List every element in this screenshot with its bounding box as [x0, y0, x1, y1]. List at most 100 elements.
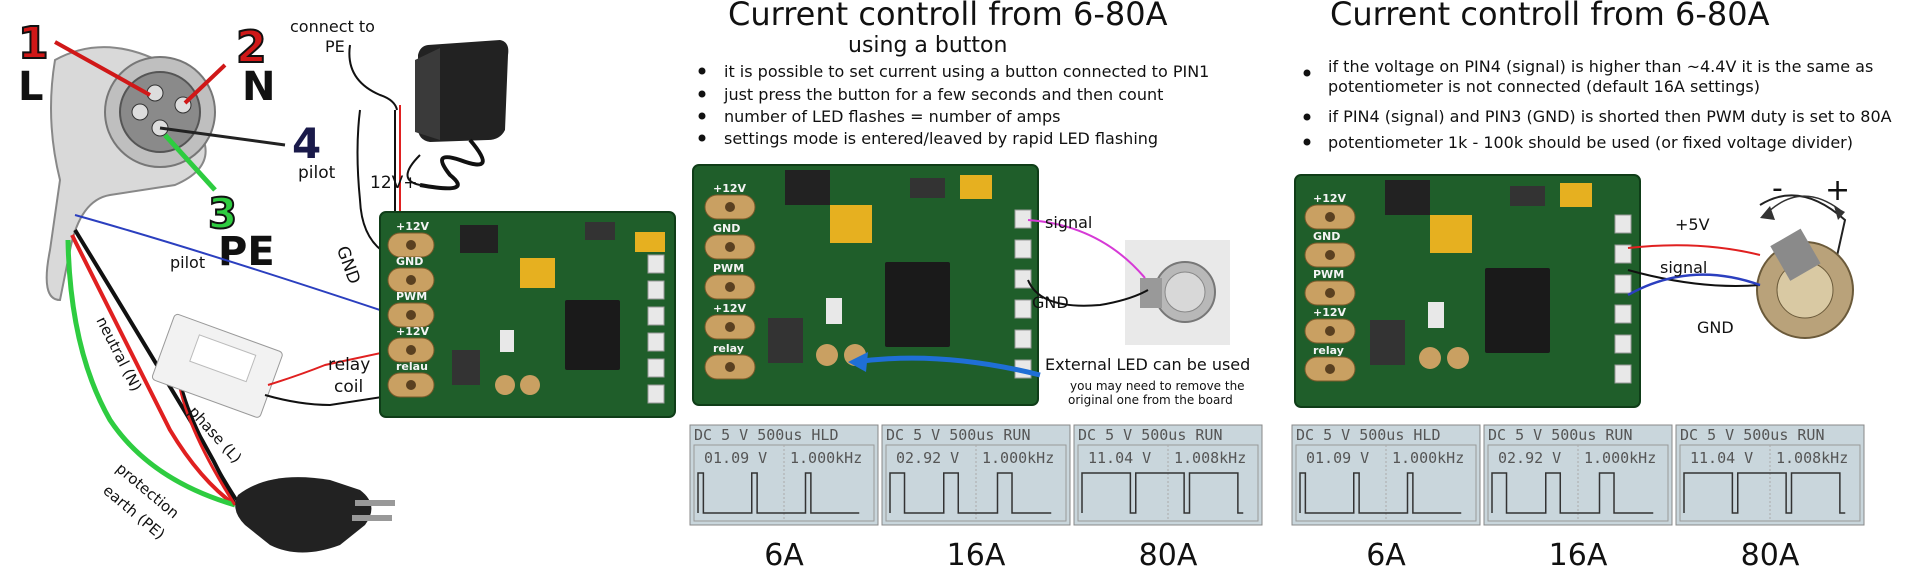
led-note-sub-1: you may need to remove the: [1070, 379, 1245, 393]
right-panel: Current controll from 6-80A if the volta…: [1291, 0, 1892, 573]
pin-number-3: 3: [208, 189, 237, 238]
right-scope-amp-label-0: 6A: [1366, 538, 1406, 573]
gnd-label: GND: [332, 243, 364, 286]
middle-pcb-pin-label-0: +12V: [713, 182, 747, 195]
right-scope-waveform-1: [1491, 472, 1654, 514]
pin-number-1: 1: [18, 18, 49, 69]
right-pcb-pin-label-3: +12V: [1313, 306, 1347, 319]
middle-scope-freq-0: 1.000kHz: [790, 449, 862, 467]
left-pcb-pin-label-1: GND: [396, 255, 423, 268]
right-bullet-1b: potentiometer is not connected (default …: [1328, 77, 1760, 96]
middle-scope-amp-label-2: 80A: [1139, 538, 1198, 573]
pin-name-pilot: pilot: [298, 163, 336, 183]
middle-pcb-pin-label-4: relay: [713, 342, 744, 355]
middle-pcb-pin-label-2: PWM: [713, 262, 744, 275]
pot-plus: +: [1825, 173, 1850, 208]
power-adapter: [415, 40, 509, 191]
middle-scope-amp-label-0: 6A: [764, 538, 804, 573]
right-scope-header-2: DC 5 V 500us RUN: [1680, 426, 1825, 444]
middle-pcb-header-pin-1: [1014, 239, 1032, 259]
right-scope-amp-label-2: 80A: [1741, 538, 1800, 573]
right-signal-label: signal: [1660, 258, 1707, 277]
right-pcb-pin-label-0: +12V: [1313, 192, 1347, 205]
left-pcb-header-pin-0: [647, 254, 665, 274]
middle-signal-label: signal: [1045, 213, 1092, 232]
middle-scope-header-0: DC 5 V 500us HLD: [694, 426, 839, 444]
right-pcb-header-pin-4: [1614, 334, 1632, 354]
pin-number-4: 4: [292, 119, 321, 168]
left-pcb-pin-label-4: relau: [396, 360, 428, 373]
middle-gnd-label: GND: [1032, 293, 1069, 312]
right-pcb-header-pin-2: [1614, 274, 1632, 294]
middle-scope-reading-0: 01.09 V: [704, 449, 767, 467]
right-pcb-header-pin-5: [1614, 364, 1632, 384]
pin-name-n: N: [242, 64, 275, 110]
middle-bullet-4: settings mode is entered/leaved by rapid…: [724, 129, 1158, 148]
connect-to-pe-label-2: PE: [325, 37, 345, 56]
left-pcb-header-pin-1: [647, 280, 665, 300]
potentiometer: [1756, 194, 1854, 339]
left-pcb-header-pin-2: [647, 306, 665, 326]
pin-name-pe: PE: [218, 229, 275, 275]
v12-label: 12V+: [370, 173, 418, 193]
right-title: Current controll from 6-80A: [1330, 0, 1770, 33]
left-pcb-header-pin-5: [647, 384, 665, 404]
right-pcb-pin-label-4: relay: [1313, 344, 1344, 357]
pilot-wire-label: pilot: [170, 253, 205, 272]
left-panel: 1 L 2 N 4 pilot 3 PE connect t: [17, 17, 676, 553]
left-pcb-pin-label-0: +12V: [396, 220, 430, 233]
right-scope-reading-2: 11.04 V: [1690, 449, 1753, 467]
led-note-main: External LED can be used: [1045, 355, 1250, 374]
right-pcb-header-pin-0: [1614, 214, 1632, 234]
right-pcb-pin-label-1: GND: [1313, 230, 1340, 243]
middle-scope-header-2: DC 5 V 500us RUN: [1078, 426, 1223, 444]
middle-scope-waveform-0: [697, 472, 860, 514]
push-button: [1125, 240, 1230, 345]
middle-scope-reading-1: 02.92 V: [896, 449, 959, 467]
middle-scope-0: DC 5 V 500us HLD 01.09 V 1.000kHz 6A: [689, 424, 879, 573]
middle-pcb-header-pin-2: [1014, 269, 1032, 289]
middle-pcb-header-pin-4: [1014, 329, 1032, 349]
right-scope-amp-label-1: 16A: [1549, 538, 1608, 573]
right-pcb-header-pin-1: [1614, 244, 1632, 264]
right-scope-reading-0: 01.09 V: [1306, 449, 1369, 467]
right-scope-freq-0: 1.000kHz: [1392, 449, 1464, 467]
middle-pcb-header-pin-0: [1014, 209, 1032, 229]
middle-scope-waveform-1: [889, 472, 1052, 514]
left-pcb-header-pin-4: [647, 358, 665, 378]
right-bullet-1: if the voltage on PIN4 (signal) is highe…: [1328, 57, 1873, 76]
relay-module: [151, 313, 283, 418]
right-bullet-2: if PIN4 (signal) and PIN3 (GND) is short…: [1328, 107, 1892, 126]
middle-subtitle: using a button: [848, 33, 1007, 58]
middle-pcb-header-pin-3: [1014, 299, 1032, 319]
connect-to-pe-label-1: connect to: [290, 17, 375, 36]
right-scope-header-1: DC 5 V 500us RUN: [1488, 426, 1633, 444]
middle-scope-waveform-2: [1081, 472, 1244, 514]
middle-scope-header-1: DC 5 V 500us RUN: [886, 426, 1031, 444]
middle-scope-amp-label-1: 16A: [947, 538, 1006, 573]
pot-minus: -: [1772, 171, 1783, 206]
left-pcb-header-pin-3: [647, 332, 665, 352]
pin-number-2: 2: [236, 22, 267, 73]
right-pcb-header-pin-3: [1614, 304, 1632, 324]
relay-coil-label-1: relay: [328, 355, 370, 375]
left-pcb-pin-label-3: +12V: [396, 325, 430, 338]
middle-title: Current controll from 6-80A: [728, 0, 1168, 33]
right-scope-2: DC 5 V 500us RUN 11.04 V 1.008kHz 80A: [1675, 424, 1865, 573]
relay-coil-label-2: coil: [334, 377, 363, 397]
pin-name-l: L: [18, 64, 44, 110]
right-scope-freq-2: 1.008kHz: [1776, 449, 1848, 467]
middle-pcb-pin-label-1: GND: [713, 222, 740, 235]
left-pcb-pin-label-2: PWM: [396, 290, 427, 303]
led-note-sub-2: original one from the board: [1068, 393, 1233, 407]
middle-bullet-1: it is possible to set current using a bu…: [724, 62, 1209, 81]
middle-bullet-2: just press the button for a few seconds …: [723, 85, 1163, 104]
